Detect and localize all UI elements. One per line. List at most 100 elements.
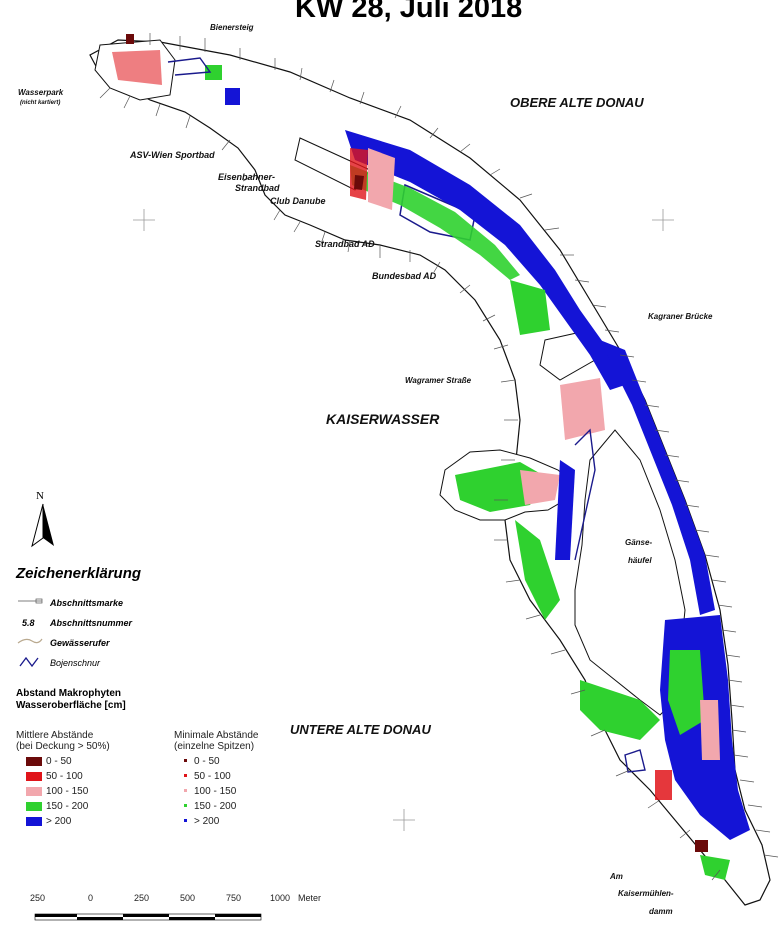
section-marker	[185, 115, 191, 129]
north-arrow-icon	[31, 503, 54, 548]
legend-min-class: 50 - 100	[174, 769, 259, 784]
section-marker	[631, 379, 647, 383]
vegetation-green-asv	[205, 65, 222, 80]
vegetation-green-untere	[580, 680, 660, 740]
legend-item-bojenschnur: Bojenschnur	[16, 654, 306, 674]
north-arrow: N	[28, 490, 58, 553]
vegetation-pink-middle	[560, 378, 605, 440]
section-marker	[747, 804, 763, 808]
legend: Zeichenerklärung Abschnittsmarke 5.8 Abs…	[16, 565, 306, 880]
north-letter: N	[36, 490, 44, 502]
section-marker	[647, 799, 661, 809]
legend-min-class: > 200	[174, 814, 259, 829]
section-marker	[273, 209, 281, 221]
legend-min-class: 150 - 200	[174, 799, 259, 814]
vegetation-darkred-untere	[695, 840, 708, 852]
label-wasserpark: Wasserpark	[18, 88, 64, 97]
vegetation-red-untere	[655, 770, 672, 800]
legend-mean-class: 0 - 50	[16, 754, 110, 769]
label-obere-alte-donau: OBERE ALTE DONAU	[510, 95, 644, 110]
section-marker	[717, 604, 733, 608]
section-marker	[155, 103, 161, 117]
label-untere-alte-donau: UNTERE ALTE DONAU	[290, 722, 431, 737]
section-marker	[293, 221, 301, 233]
label-club-danube: Club Danube	[270, 196, 326, 206]
legend-dot	[184, 759, 187, 762]
section-marker	[731, 729, 747, 733]
label-eisenbahner: Eisenbahner-	[218, 172, 276, 182]
vegetation-pink-untere	[700, 700, 720, 760]
label-am: Am	[610, 872, 623, 881]
section-markers	[99, 33, 779, 881]
section-marker	[674, 479, 690, 483]
scale-label: 250	[30, 893, 46, 903]
section-marker	[544, 227, 560, 231]
section-marker	[684, 504, 700, 508]
scale-label: 1000	[270, 893, 291, 903]
legend-min-class: 0 - 50	[174, 754, 259, 769]
section-marker	[729, 704, 745, 708]
legend-swatch	[26, 772, 42, 781]
label-gaense: Gänse-	[625, 538, 653, 547]
vegetation-pink-obere	[368, 148, 395, 210]
section-marker	[763, 854, 779, 858]
buoy-line	[167, 57, 212, 76]
section-marker	[123, 95, 131, 109]
legend-mean-class: 150 - 200	[16, 799, 110, 814]
shoreline-icon	[17, 638, 43, 644]
legend-item-abschnittsnummer: 5.8 Abschnittsnummer	[22, 618, 133, 628]
island-gaensehaeufel	[574, 429, 686, 716]
section-marker	[299, 67, 303, 81]
section-marker	[329, 79, 335, 93]
section-marker	[644, 404, 660, 408]
scale-label: 250	[134, 893, 150, 903]
label-haeufel: häufel	[628, 556, 652, 565]
vegetation-darkred-obere	[354, 175, 364, 190]
vegetation-green-untere-east	[668, 650, 705, 735]
section-marker	[664, 454, 680, 458]
scale-unit: Meter	[298, 893, 322, 903]
section-marker	[221, 139, 231, 151]
label-strandbad: Strandbad	[235, 183, 280, 193]
grid-cross	[133, 209, 674, 831]
vegetation-blue-asv	[225, 88, 240, 105]
section-marker	[694, 529, 710, 533]
section-marker	[347, 239, 351, 253]
legend-title: Zeichenerklärung	[16, 565, 142, 582]
label-damm: damm	[649, 907, 673, 916]
label-wagramer-strasse: Wagramer Straße	[405, 376, 472, 385]
legend-min-class: 100 - 150	[174, 784, 259, 799]
section-marker	[704, 554, 720, 558]
section-marker	[482, 314, 496, 322]
section-marker	[755, 829, 771, 833]
section-marker	[550, 649, 566, 655]
label-strandbad-ad: Strandbad AD	[315, 239, 375, 249]
section-marker	[320, 231, 326, 245]
scale-label: 0	[88, 893, 94, 903]
vegetation-red-wasserpark	[112, 50, 162, 85]
section-marker	[739, 779, 755, 783]
section-marker	[733, 754, 749, 758]
legend-mean-column: Mittlere Abstände (bei Deckung > 50%) 0 …	[16, 730, 110, 827]
section-marker	[574, 279, 590, 283]
section-marker	[525, 614, 541, 620]
legend-swatch	[26, 757, 42, 766]
buoy-line-icon	[19, 656, 39, 668]
section-marker	[489, 168, 501, 176]
legend-dot	[184, 774, 187, 777]
section-marker	[519, 193, 533, 199]
buoy-line	[624, 749, 646, 773]
legend-mean-class: 100 - 150	[16, 784, 110, 799]
label-kaiserwasser: KAISERWASSER	[326, 411, 440, 427]
section-marker	[459, 284, 471, 294]
vegetation-green-middle	[510, 280, 550, 335]
legend-dot	[184, 819, 187, 822]
section-marker	[359, 91, 365, 105]
map-title: KW 28, Juli 2018	[295, 0, 523, 24]
section-marker	[505, 579, 521, 583]
label-bienersteig: Bienersteig	[210, 23, 254, 32]
section-marker	[570, 689, 586, 695]
legend-dot	[184, 789, 187, 792]
